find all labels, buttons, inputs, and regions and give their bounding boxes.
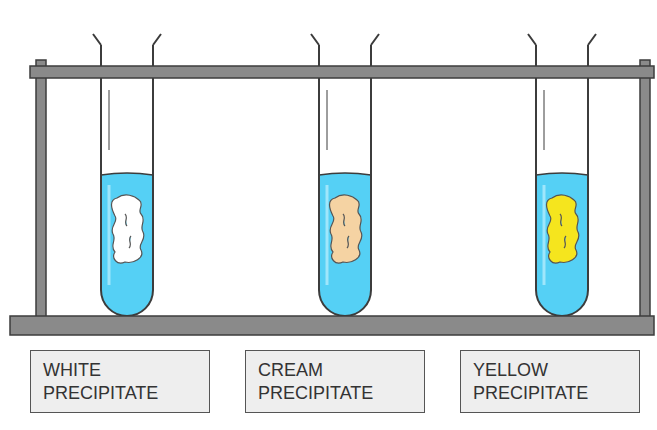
label-box: WHITE PRECIPITATE <box>30 350 210 413</box>
label-text: WHITE PRECIPITATE <box>43 359 173 404</box>
rack-top-bar <box>30 66 654 78</box>
white-precipitate <box>112 195 144 263</box>
label-box: YELLOW PRECIPITATE <box>460 350 640 413</box>
yellow-precipitate <box>547 195 579 263</box>
label-text: YELLOW PRECIPITATE <box>473 359 603 404</box>
cream-precipitate <box>330 195 362 263</box>
rack-post <box>640 60 650 318</box>
label-text: CREAM PRECIPITATE <box>258 359 388 404</box>
rack-base <box>10 316 654 335</box>
label-box: CREAM PRECIPITATE <box>245 350 425 413</box>
rack-post <box>36 60 46 318</box>
